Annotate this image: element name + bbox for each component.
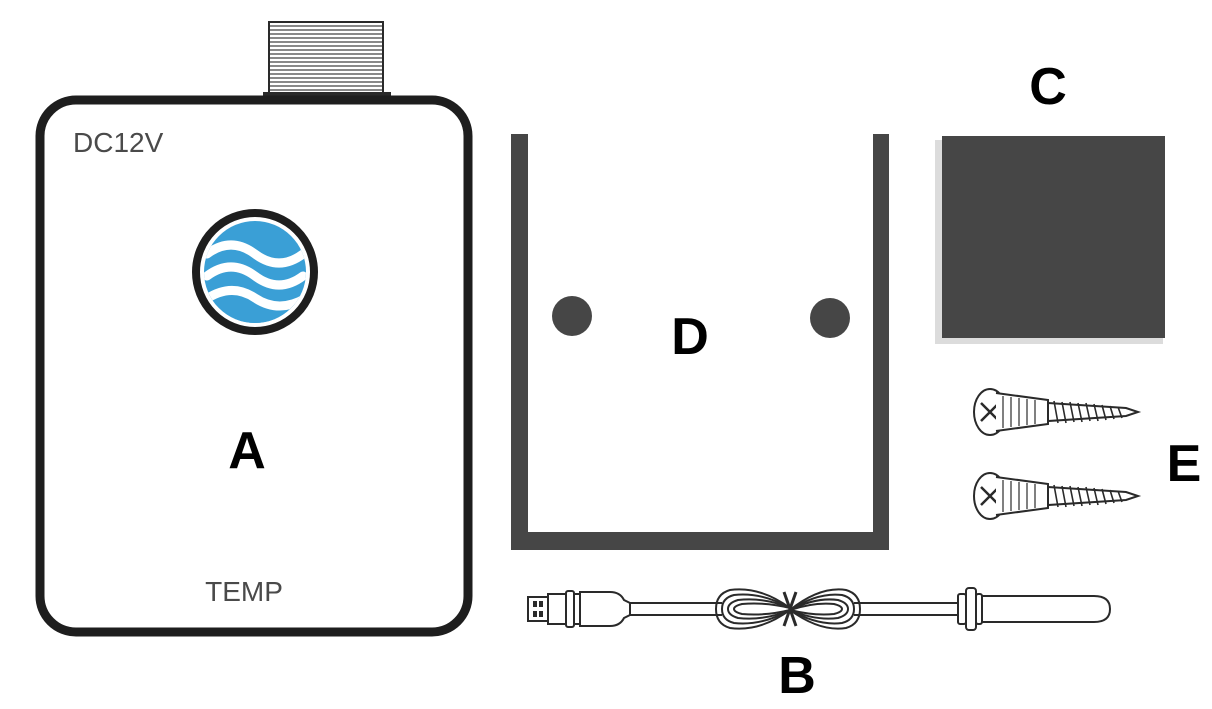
part-b-letter: B — [778, 647, 816, 705]
water-wave-logo-icon — [192, 209, 318, 335]
cable-wire — [630, 602, 958, 616]
controller-body — [35, 95, 473, 637]
cable-plug — [527, 590, 631, 628]
part-b-temperature-probe: B — [527, 587, 1112, 705]
part-d-mounting-bracket: D — [511, 134, 889, 550]
adhesive-pad-icon — [942, 136, 1165, 338]
controller-temp-label: TEMP — [205, 576, 283, 607]
controller-voltage-label: DC12V — [73, 127, 164, 158]
threaded-connector — [263, 21, 391, 100]
bracket-hole-right — [810, 298, 850, 338]
part-a-letter: A — [228, 422, 266, 480]
screw-icon — [973, 472, 1142, 520]
screw-icon — [973, 388, 1142, 436]
part-c-letter: C — [1029, 58, 1067, 116]
cable-probe — [957, 587, 1112, 631]
part-e-letter: E — [1167, 435, 1202, 493]
part-c-adhesive-pad: C — [935, 58, 1165, 344]
cable-coil — [714, 588, 862, 630]
temperature-probe-cable-icon — [527, 587, 1112, 631]
part-d-letter: D — [671, 308, 709, 366]
part-a-controller: DC12V TEMP A — [35, 21, 473, 637]
part-e-screws: E — [973, 388, 1202, 520]
bracket-hole-left — [552, 296, 592, 336]
